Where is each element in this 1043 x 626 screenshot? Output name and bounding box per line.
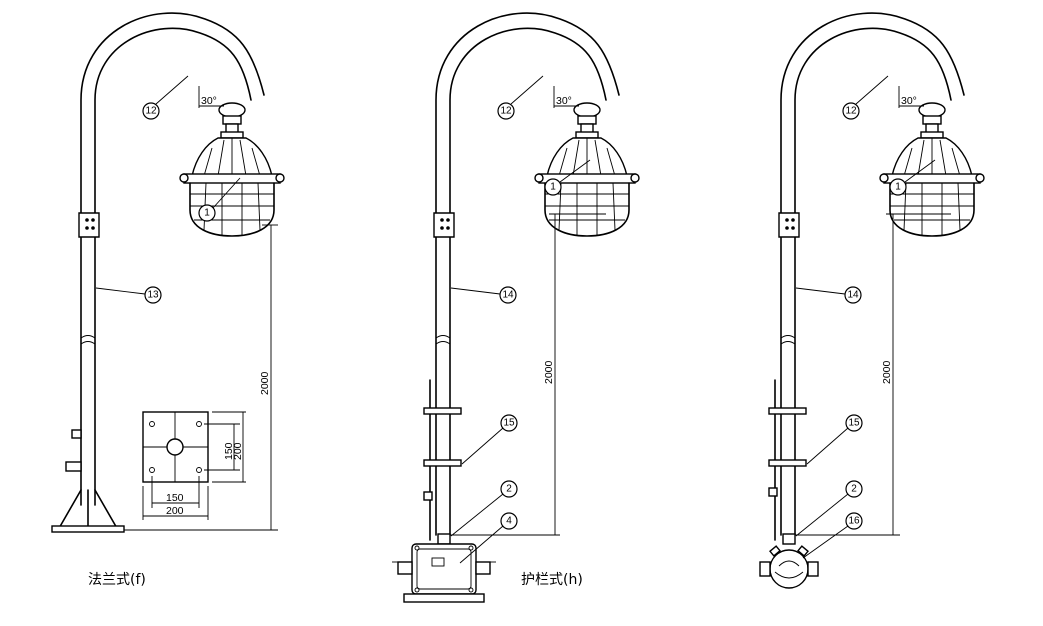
callout-1-a: 1 (204, 208, 210, 219)
plate-h-outer: 200 (166, 505, 184, 517)
height-dim-c: 2000 (881, 360, 893, 384)
height-dim-b: 2000 (543, 360, 555, 384)
callout-1-c: 1 (895, 182, 901, 193)
variant-guardrail-box: 12 1 14 15 2 4 2000 30° (392, 12, 640, 603)
callout-13-a: 13 (147, 290, 159, 301)
callout-15-c: 15 (848, 418, 860, 429)
caption-guardrail: 护栏式(h) (521, 572, 583, 588)
callout-16-c: 16 (848, 516, 860, 527)
callout-14-c: 14 (847, 290, 859, 301)
callout-1-b: 1 (550, 182, 556, 193)
plate-v-inner: 150 (223, 442, 235, 460)
callout-14-b: 14 (502, 290, 514, 301)
variant-flange: 12 1 13 2000 30° 150 (51, 12, 285, 533)
callout-12-b: 12 (500, 106, 512, 117)
callout-4-b: 4 (506, 516, 512, 527)
callout-15-b: 15 (503, 418, 515, 429)
flange-plate-plan: 150 200 150 200 (142, 411, 246, 520)
variant-guardrail-round-box: 12 1 14 15 2 16 2000 30° (759, 12, 985, 589)
angle-b: 30° (556, 95, 572, 107)
callout-2-c: 2 (851, 484, 857, 495)
callout-12-a: 12 (145, 106, 157, 117)
angle-c: 30° (901, 95, 917, 107)
caption-flange: 法兰式(f) (88, 572, 146, 588)
plate-v-outer: 200 (232, 442, 244, 460)
plate-h-inner: 150 (166, 492, 184, 504)
height-dim-a: 2000 (259, 371, 271, 395)
callout-12-c: 12 (845, 106, 857, 117)
angle-a: 30° (201, 95, 217, 107)
callout-2-b: 2 (506, 484, 512, 495)
